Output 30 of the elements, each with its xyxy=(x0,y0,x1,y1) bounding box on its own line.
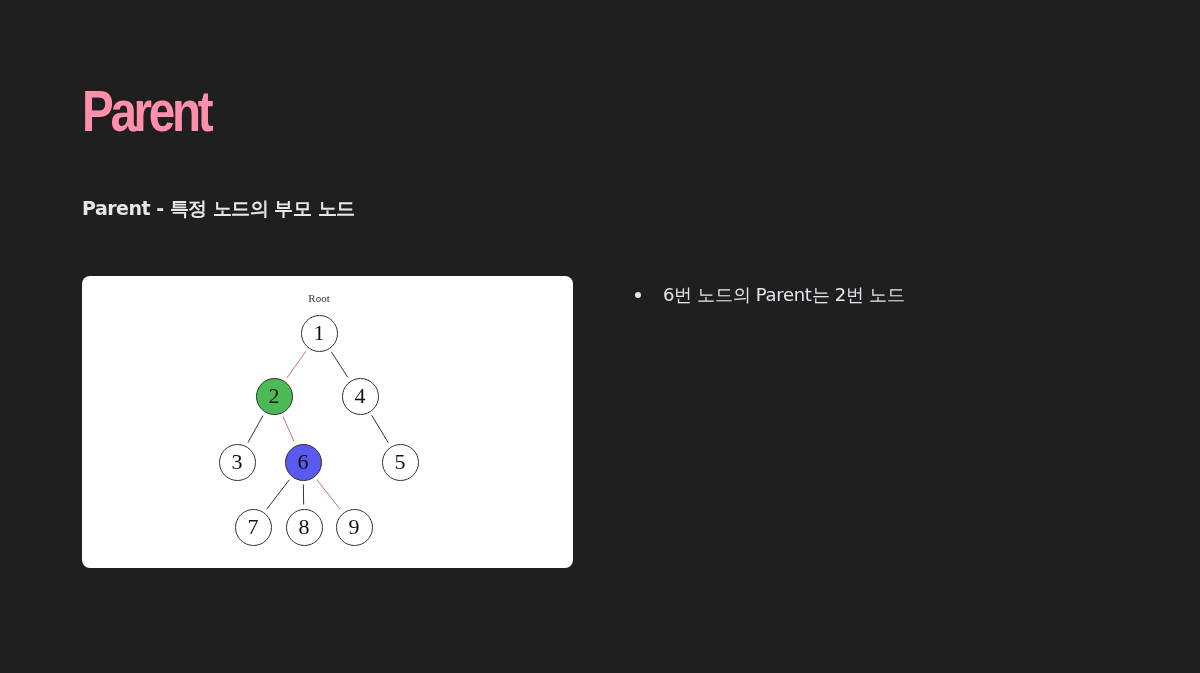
tree-edge xyxy=(286,350,307,379)
tree-node xyxy=(335,508,373,546)
tree-node xyxy=(300,314,338,352)
tree-node xyxy=(234,508,272,546)
node-number: 6 xyxy=(297,449,309,475)
tree-node xyxy=(341,377,379,415)
root-label: Root xyxy=(308,292,330,304)
node-number: 7 xyxy=(247,514,259,540)
slide-title: Parent xyxy=(82,78,211,144)
tree-edge xyxy=(371,414,389,444)
node-number: 8 xyxy=(298,514,310,540)
tree-edge xyxy=(330,351,349,378)
node-number: 3 xyxy=(231,449,243,475)
tree-node xyxy=(218,443,256,481)
tree-edge xyxy=(282,416,295,442)
tree-node xyxy=(284,443,322,481)
tree-node xyxy=(381,443,419,481)
node-number: 1 xyxy=(313,320,325,346)
bullet-text: 6번 노드의 Parent는 2번 노드 xyxy=(663,283,905,307)
tree-edge xyxy=(316,479,341,510)
subtitle: Parent - 특정 노드의 부모 노드 xyxy=(82,196,355,221)
node-number: 2 xyxy=(268,383,280,409)
tree-node xyxy=(255,377,293,415)
node-number: 9 xyxy=(348,514,360,540)
node-number: 5 xyxy=(394,449,406,475)
tree-node xyxy=(285,508,323,546)
node-number: 4 xyxy=(354,383,366,409)
tree-edge xyxy=(247,415,264,443)
tree-edge xyxy=(302,484,305,505)
tree-edge xyxy=(266,479,290,510)
